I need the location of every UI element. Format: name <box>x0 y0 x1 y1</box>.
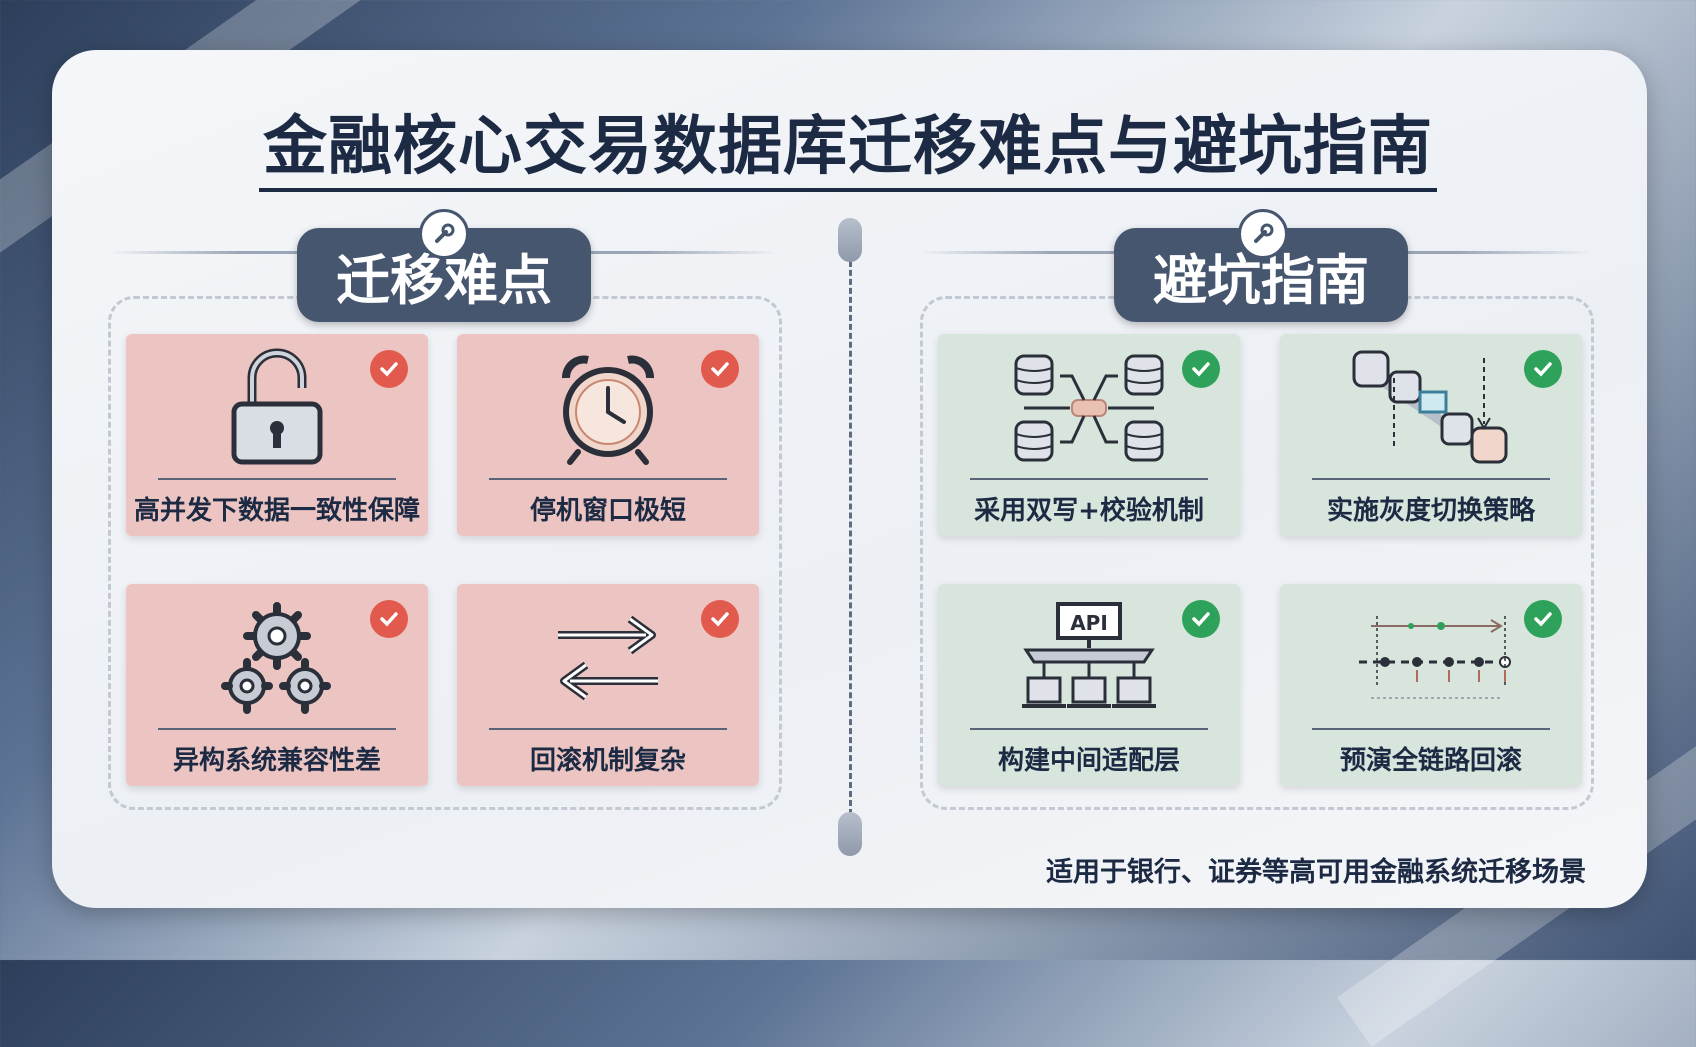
check-icon <box>1524 350 1562 388</box>
card-label: 高并发下数据一致性保障 <box>133 496 420 526</box>
card-label: 预演全链路回滚 <box>1339 746 1522 776</box>
card-label: 采用双写+校验机制 <box>974 496 1204 526</box>
footer-note: 适用于银行、证券等高可用金融系统迁移场景 <box>1046 857 1586 888</box>
guide-card-rollback-rehearsal: 预演全链路回滚 <box>1280 584 1582 786</box>
check-icon <box>701 600 739 638</box>
gradual-switch-icon <box>1280 348 1582 468</box>
card-divider <box>970 728 1208 730</box>
gears-icon <box>126 598 428 718</box>
divider-cap-top <box>838 218 862 262</box>
bidirectional-arrows-icon <box>457 598 759 718</box>
check-icon <box>370 600 408 638</box>
card-label: 实施灰度切换策略 <box>1326 496 1535 526</box>
page-title: 金融核心交易数据库迁移难点与避坑指南 <box>0 95 1696 192</box>
check-icon <box>1182 600 1220 638</box>
card-divider <box>158 728 396 730</box>
card-divider <box>158 478 396 480</box>
divider-cap-bottom <box>838 812 862 856</box>
unlocked-padlock-icon <box>126 348 428 468</box>
guide-card-adapter-layer: API 构建中间适配层 <box>938 584 1240 786</box>
dual-write-databases-icon <box>938 348 1240 468</box>
guide-card-gradual-switch: 实施灰度切换策略 <box>1280 334 1582 536</box>
wrench-icon <box>1238 209 1288 259</box>
card-label: 构建中间适配层 <box>997 746 1180 776</box>
guide-card-dual-write: 采用双写+校验机制 <box>938 334 1240 536</box>
card-divider <box>489 728 727 730</box>
card-divider <box>489 478 727 480</box>
card-label: 停机窗口极短 <box>529 496 686 526</box>
card-label: 回滚机制复杂 <box>529 746 686 776</box>
card-divider <box>1312 478 1550 480</box>
center-divider <box>849 225 852 815</box>
check-icon <box>701 350 739 388</box>
alarm-clock-icon <box>457 348 759 468</box>
wrench-icon <box>419 209 469 259</box>
card-divider <box>1312 728 1550 730</box>
problem-card-rollback: 回滚机制复杂 <box>457 584 759 786</box>
problem-card-consistency: 高并发下数据一致性保障 <box>126 334 428 536</box>
problem-card-compatibility: 异构系统兼容性差 <box>126 584 428 786</box>
check-icon <box>370 350 408 388</box>
problem-card-downtime: 停机窗口极短 <box>457 334 759 536</box>
rollback-timeline-icon <box>1280 598 1582 718</box>
card-label: 异构系统兼容性差 <box>172 746 381 776</box>
api-adapter-layer-icon: API <box>938 598 1240 718</box>
check-icon <box>1182 350 1220 388</box>
card-divider <box>970 478 1208 480</box>
api-label: API <box>1070 611 1108 635</box>
check-icon <box>1524 600 1562 638</box>
